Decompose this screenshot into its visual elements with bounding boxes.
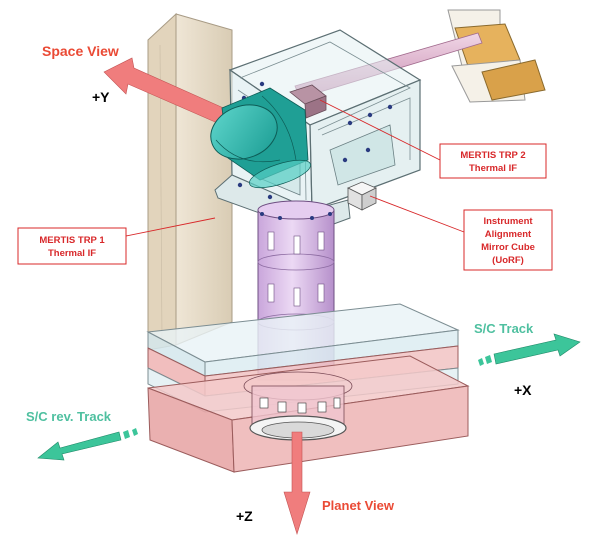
solar-panel-fragment: [447, 9, 546, 103]
callout-trp2: MERTIS TRP 2 Thermal IF: [439, 143, 547, 179]
sc-rev-track-arrow: [37, 428, 138, 461]
label-sc-rev-track: S/C rev. Track: [26, 409, 112, 424]
space-baffle: [210, 87, 311, 189]
label-plus-y: +Y: [92, 89, 110, 105]
callout-mirror-cube: Instrument Alignment Mirror Cube (UoRF): [463, 209, 553, 271]
callout-trp1-line1: MERTIS TRP 1: [39, 235, 105, 246]
callout-leaders: [125, 99, 465, 237]
planet-view-arrow: [283, 431, 311, 536]
upper-mounting-plate: [146, 303, 460, 377]
alignment-mirror-cube: [347, 181, 377, 211]
tan-mounting-panel: [147, 12, 233, 351]
label-space-view: Space View: [42, 43, 119, 59]
label-plus-x: +X: [514, 382, 532, 398]
callout-trp2-line1: MERTIS TRP 2: [460, 150, 525, 161]
callout-trp1-line2: Thermal IF: [48, 248, 96, 259]
callout-trp2-line2: Thermal IF: [469, 163, 517, 174]
label-plus-z: +Z: [236, 508, 253, 524]
callout-trp1: MERTIS TRP 1 Thermal IF: [17, 227, 127, 265]
label-sc-track: S/C Track: [474, 321, 534, 336]
callout-cube-line4: (UoRF): [492, 255, 524, 266]
callout-cube-line3: Mirror Cube: [481, 242, 535, 253]
callout-cube-line2: Alignment: [485, 229, 532, 240]
callout-cube-line1: Instrument: [483, 216, 533, 227]
label-planet-view: Planet View: [322, 498, 395, 513]
sc-track-arrow: [478, 333, 581, 366]
planet-view-ring: [243, 371, 353, 441]
